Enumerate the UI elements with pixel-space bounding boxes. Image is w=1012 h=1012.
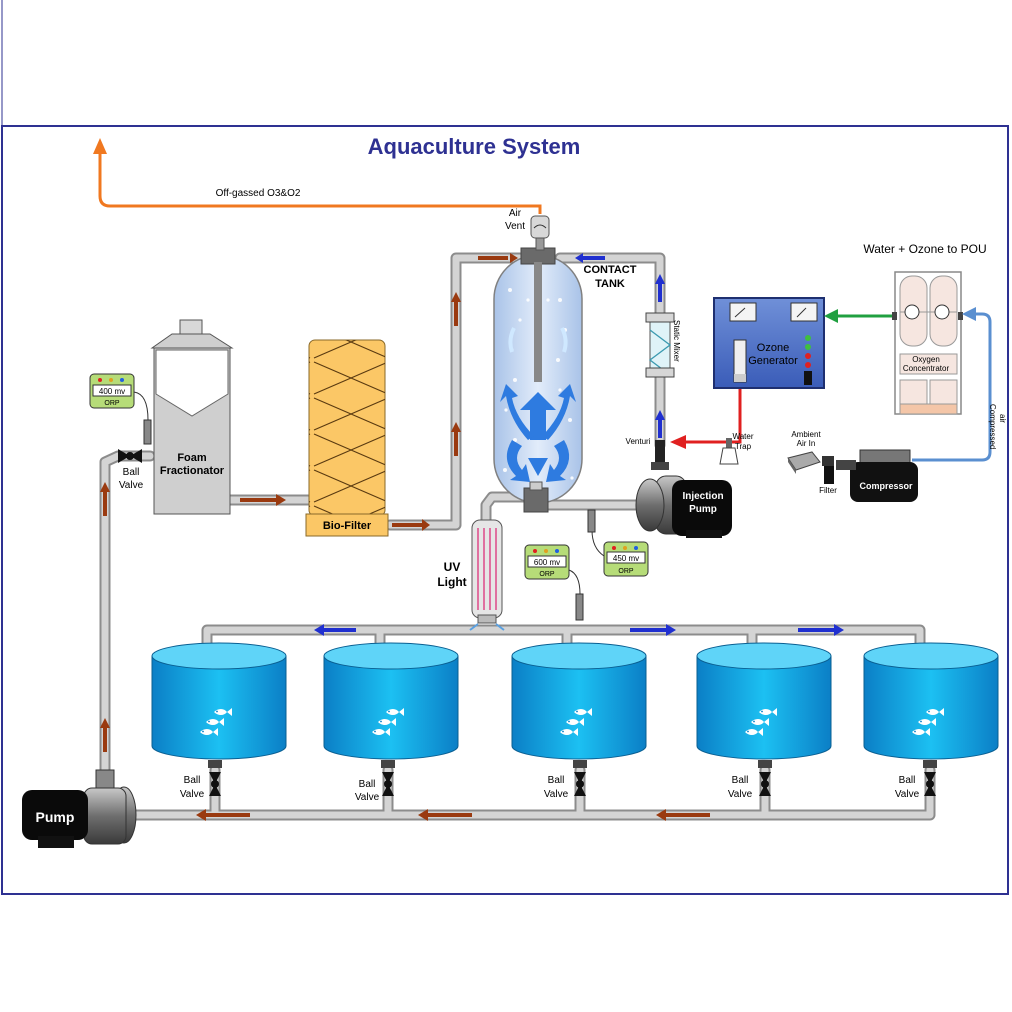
- offgas-line: [93, 138, 542, 214]
- orp-monitor: 600 mv ORP: [524, 544, 584, 621]
- compressor: [836, 449, 918, 502]
- static-mixer: [645, 312, 675, 378]
- diagram-frame: [1, 125, 1009, 895]
- ball-valve-label-1: Ball: [899, 775, 916, 786]
- compressed-air-label-1: Compressed: [988, 404, 997, 449]
- pump-label: Pump: [36, 809, 75, 825]
- ball-valve: [118, 449, 142, 463]
- ball-valve-label-2: Valve: [355, 792, 380, 803]
- static-mixer-label: Static Mixer: [672, 320, 681, 362]
- main-pump: [22, 769, 137, 848]
- ball-valve-label-1: Ball: [123, 467, 140, 478]
- ambient-air-label-2: Air In: [797, 439, 816, 448]
- ball-valve-label-2: Valve: [895, 789, 920, 800]
- oxygen-line: [824, 309, 896, 323]
- ambient-air-label-1: Ambient: [791, 430, 821, 439]
- fish-tank: [511, 642, 647, 760]
- fish-tank: [151, 642, 287, 760]
- air-vent-label-2: Vent: [505, 221, 525, 232]
- tank-ball-valves: [208, 760, 937, 796]
- compressor-label: Compressor: [859, 481, 913, 491]
- ball-valve-label-1: Ball: [184, 775, 201, 786]
- uv-light-label-1: UV: [444, 560, 461, 574]
- compressed-air-line: [912, 307, 992, 462]
- water-trap: [719, 438, 739, 465]
- ball-valve-label-1: Ball: [548, 775, 565, 786]
- oxygen-concentrator: [892, 271, 963, 415]
- ball-valve-label-2: Valve: [544, 789, 569, 800]
- flow-arrows: [100, 253, 844, 821]
- venturi: [651, 440, 669, 470]
- orp-monitor: 400 mv ORP: [89, 373, 152, 445]
- injection-pump-label-2: Pump: [689, 504, 717, 515]
- ozone-generator: [713, 297, 825, 389]
- orp-label: ORP: [539, 571, 555, 578]
- air-vent-label-1: Air: [509, 208, 522, 219]
- offgas-label: Off-gassed O3&O2: [216, 188, 301, 199]
- ozone-line: [670, 386, 742, 449]
- air-vent: [530, 215, 550, 251]
- contact-tank-label-1: CONTACT: [584, 264, 637, 276]
- orp-monitor: 450 mv ORP: [587, 509, 649, 577]
- fish-tank: [863, 642, 999, 760]
- venturi-label: Venturi: [626, 437, 651, 446]
- foam-fractionator-label-2: Fractionator: [160, 465, 225, 477]
- contact-tank-label-2: TANK: [595, 278, 625, 290]
- injection-pump-label-1: Injection: [682, 491, 723, 502]
- ozone-generator-label-2: Generator: [748, 355, 798, 367]
- ball-valve-label-2: Valve: [728, 789, 753, 800]
- ball-valve-label-2: Valve: [119, 480, 144, 491]
- air-filter: [787, 451, 834, 484]
- ball-valve-label-2: Valve: [180, 789, 205, 800]
- bio-filter: [305, 339, 389, 537]
- page-title: Aquaculture System: [368, 134, 581, 159]
- filter-label: Filter: [819, 486, 837, 495]
- orp-label: ORP: [104, 400, 120, 407]
- orp-value: 600 mv: [534, 558, 560, 567]
- injection-pump: [635, 475, 732, 538]
- water-trap-label-1: Water: [732, 432, 753, 441]
- contact-tank: [493, 247, 583, 513]
- ozone-generator-label-1: Ozone: [757, 342, 789, 354]
- orp-value: 450 mv: [613, 554, 639, 563]
- water-trap-label-2: Trap: [735, 442, 752, 451]
- uv-light-label-2: Light: [437, 575, 466, 589]
- compressed-air-label-2: air: [998, 414, 1007, 423]
- ball-valve-label-1: Ball: [359, 779, 376, 790]
- water-ozone-pou-label: Water + Ozone to POU: [863, 242, 986, 256]
- tank-ball-valve-labels: Ball Valve Ball Valve Ball Valve Ball Va…: [180, 775, 920, 803]
- foam-fractionator: [150, 319, 234, 515]
- fish-tank: [696, 642, 832, 760]
- foam-fractionator-label-1: Foam: [177, 452, 207, 464]
- fish-tank: [323, 642, 459, 760]
- orp-value: 400 mv: [99, 387, 125, 396]
- uv-light: [469, 519, 505, 631]
- bio-filter-label: Bio-Filter: [323, 520, 372, 532]
- oxygen-concentrator-label-1: Oxygen: [912, 355, 940, 364]
- orp-label: ORP: [618, 568, 634, 575]
- ball-valve-label-1: Ball: [732, 775, 749, 786]
- oxygen-concentrator-label-2: Concentrator: [903, 364, 950, 373]
